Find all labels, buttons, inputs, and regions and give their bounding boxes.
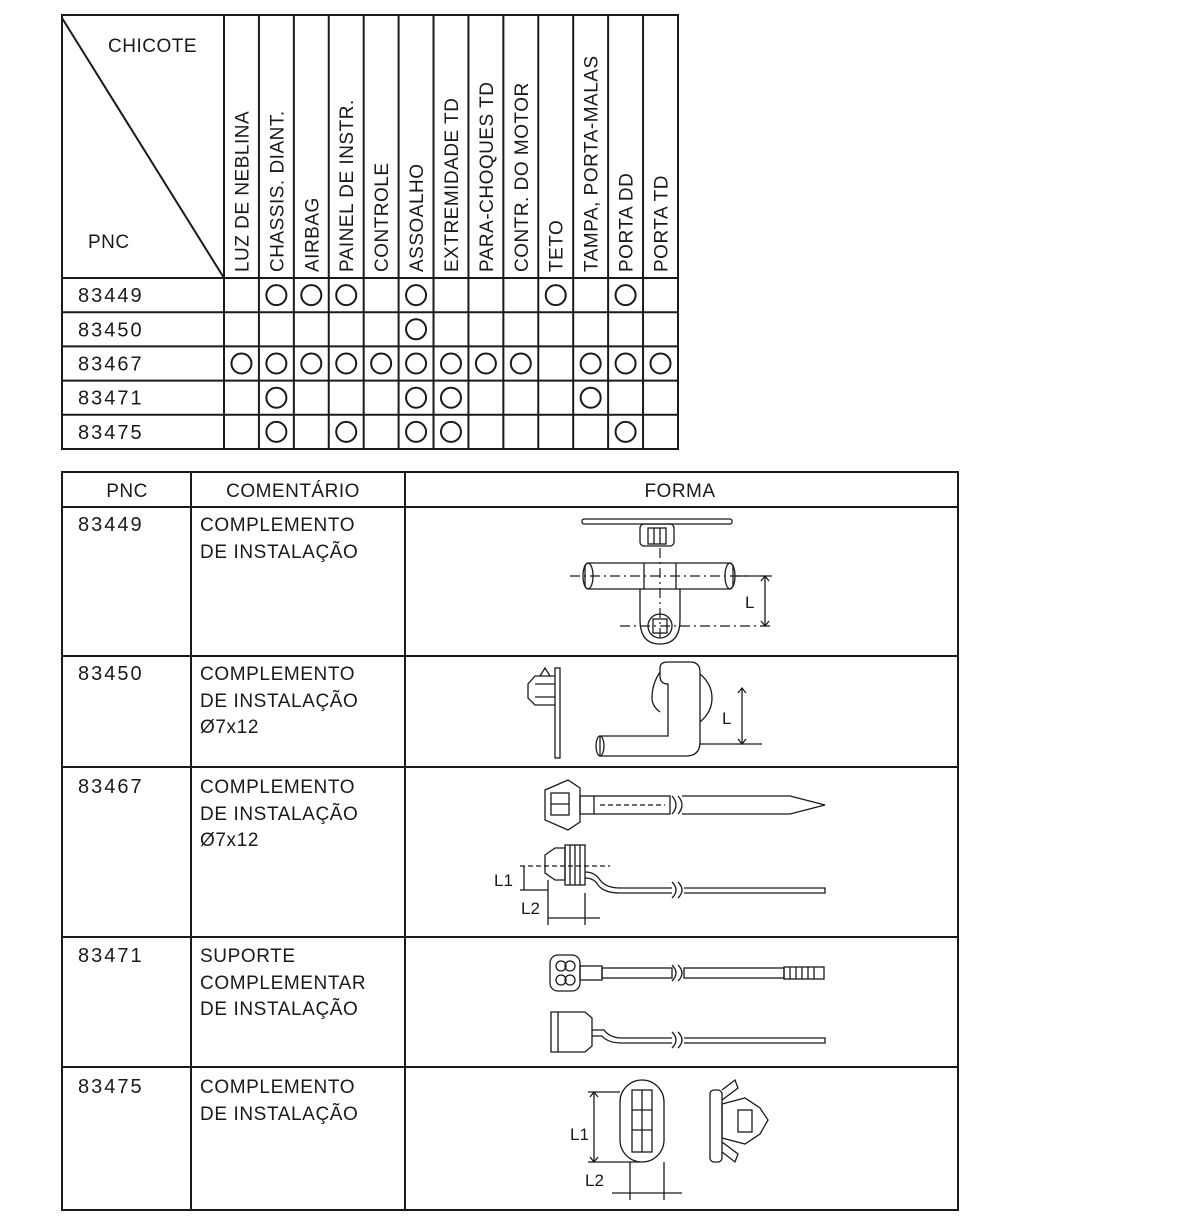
part-comment-line: COMPLEMENTO: [200, 1077, 355, 1098]
usage-mark: [405, 284, 428, 307]
part-comment-line: DE INSTALAÇÃO: [200, 1103, 358, 1125]
parts-frame: [61, 471, 959, 1211]
usage-mark: [509, 352, 532, 375]
usage-mark: [579, 386, 602, 409]
usage-mark: [649, 352, 672, 375]
part-comment-line: Ø7x12: [200, 830, 259, 851]
header-comment: COMENTÁRIO: [226, 481, 360, 502]
usage-mark: [439, 420, 462, 443]
usage-mark: [614, 420, 637, 443]
matrix-row: 83471: [78, 386, 602, 410]
matrix-row-pnc: 83449: [78, 285, 144, 307]
matrix-row: 83467: [78, 352, 672, 376]
matrix-row-pnc: 83467: [78, 354, 144, 376]
dim-label-l: L: [722, 709, 731, 728]
usage-mark: [335, 352, 358, 375]
dim-label-l1: L1: [494, 871, 513, 890]
matrix-rows: 83449 83450 83467 83471 83475: [78, 284, 672, 444]
matrix-row: 83450: [78, 318, 428, 341]
drawing-bracket-83471: [549, 954, 826, 1053]
matrix-column-label: TETO: [547, 220, 568, 272]
usage-mark: [405, 352, 428, 375]
part-comment-line: COMPLEMENTAR: [200, 973, 366, 994]
usage-mark: [265, 284, 288, 307]
usage-mark: [405, 318, 428, 341]
matrix-column-label: CHASSIS. DIANT.: [267, 110, 288, 272]
part-pnc: 83450: [78, 663, 144, 685]
usage-mark: [614, 352, 637, 375]
matrix-row-pnc: 83475: [78, 422, 144, 444]
usage-mark: [265, 386, 288, 409]
usage-mark: [614, 284, 637, 307]
drawing-tie-83467: L1 L2: [494, 779, 826, 925]
usage-mark: [474, 352, 497, 375]
matrix-row: 83449: [78, 284, 637, 307]
header-pnc: PNC: [106, 481, 148, 502]
header-shape: FORMA: [644, 481, 715, 502]
drawing-clip-83475: L1 L2: [570, 1078, 769, 1200]
matrix-row-pnc: 83450: [78, 319, 144, 341]
part-pnc: 83467: [78, 776, 144, 798]
matrix-column-label: CONTR. DO MOTOR: [512, 82, 533, 272]
part-comment-line: DE INSTALAÇÃO: [200, 803, 358, 825]
part-pnc: 83471: [78, 945, 144, 967]
dim-label-l: L: [745, 593, 754, 612]
matrix-column-labels: LUZ DE NEBLINA CHASSIS. DIANT. AIRBAG PAINE…: [232, 55, 672, 272]
part-comment-line: COMPLEMENTO: [200, 777, 355, 798]
usage-mark: [439, 352, 462, 375]
corner-diagonal: [61, 17, 225, 279]
matrix-column-label: EXTREMIDADE TD: [442, 97, 463, 272]
usage-mark: [300, 352, 323, 375]
usage-mark: [335, 284, 358, 307]
part-pnc: 83475: [78, 1076, 144, 1098]
matrix-column-label: AIRBAG: [302, 197, 323, 272]
usage-mark: [405, 420, 428, 443]
usage-mark: [439, 386, 462, 409]
part-comment-line: COMPLEMENTO: [200, 664, 355, 685]
corner-top-label: CHICOTE: [108, 36, 197, 57]
matrix-column-label: PORTA TD: [652, 175, 673, 272]
dim-label-l2: L2: [521, 899, 540, 918]
matrix-column-label: ASSOALHO: [407, 163, 428, 272]
matrix-frame: [61, 14, 679, 450]
part-pnc: 83449: [78, 514, 144, 536]
harness-matrix: CHICOTE PNC LUZ DE NEBLINA CHASSIS. DIANT…: [61, 14, 679, 450]
part-comment-line: DE INSTALAÇÃO: [200, 541, 358, 563]
matrix-column-label: PAINEL DE INSTR.: [337, 99, 358, 272]
part-comment-line: Ø7x12: [200, 717, 259, 738]
matrix-row-pnc: 83471: [78, 388, 144, 410]
part-comment-line: SUPORTE: [200, 946, 296, 967]
usage-mark: [405, 386, 428, 409]
usage-mark: [265, 352, 288, 375]
part-comment-line: DE INSTALAÇÃO: [200, 998, 358, 1020]
usage-mark: [335, 420, 358, 443]
part-comment-line: COMPLEMENTO: [200, 515, 355, 536]
usage-mark: [265, 420, 288, 443]
parts-table: PNC COMENTÁRIO FORMA 83449 COMPLEMENTO D…: [61, 471, 959, 1211]
matrix-row: 83475: [78, 420, 637, 444]
drawing-clip-83450: L: [527, 661, 762, 759]
matrix-column-label: PORTA DD: [617, 173, 638, 272]
usage-mark: [230, 352, 253, 375]
matrix-column-label: CONTROLE: [372, 162, 393, 272]
dim-label-l2: L2: [585, 1171, 604, 1190]
matrix-column-label: TAMPA, PORTA-MALAS: [582, 55, 603, 272]
matrix-grid: [62, 15, 678, 449]
usage-mark: [579, 352, 602, 375]
usage-mark: [544, 284, 567, 307]
dim-label-l1: L1: [570, 1125, 589, 1144]
usage-mark: [370, 352, 393, 375]
usage-mark: [300, 284, 323, 307]
corner-bottom-label: PNC: [88, 232, 130, 253]
matrix-column-label: PARA-CHOQUES TD: [477, 81, 498, 272]
part-comment-line: DE INSTALAÇÃO: [200, 690, 358, 712]
matrix-column-label: LUZ DE NEBLINA: [232, 111, 253, 272]
drawing-clip-83449: L: [570, 518, 772, 645]
